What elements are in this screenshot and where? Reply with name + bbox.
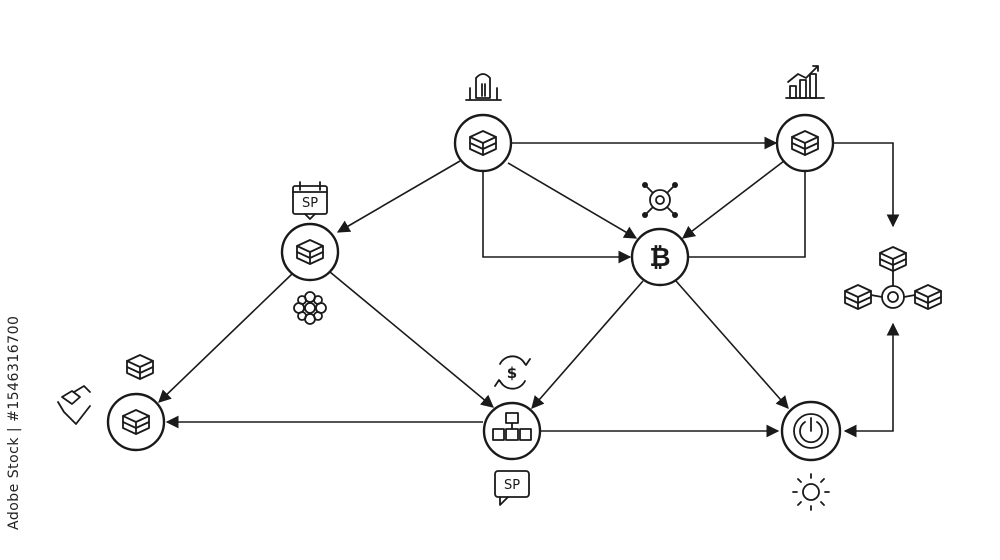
sp-chat-icon: SP	[494, 470, 530, 506]
node-bottom-mid	[482, 401, 542, 461]
cube-icon	[879, 246, 907, 272]
bitcoin-icon: ₿	[649, 243, 670, 273]
edge-top-right-to-btc	[681, 160, 785, 239]
node-far-right	[844, 246, 942, 310]
edges-layer	[158, 136, 900, 438]
edge-top-to-left	[336, 160, 461, 233]
edge-top-to-btc	[507, 162, 638, 239]
node-left	[280, 222, 340, 282]
edge-btc-to-bottom-right	[675, 280, 789, 409]
sp-label: SP	[504, 478, 520, 493]
bank-icon	[465, 73, 502, 101]
cube-icon	[126, 354, 154, 380]
power-icon	[793, 413, 829, 449]
cube-icon	[844, 284, 872, 310]
cube-icon	[914, 284, 942, 310]
block-hierarchy-icon	[844, 246, 942, 310]
sp-label: SP	[302, 196, 318, 211]
sun-icon	[792, 473, 830, 511]
watermark-text: Adobe Stock | #1546316700	[6, 315, 22, 530]
watermark: Adobe Stock | #1546316700	[4, 316, 24, 540]
edge-left-to-bottom-mid	[329, 271, 494, 408]
edge-left-to-bottom-left	[158, 273, 293, 403]
edge-bottom-right-to-far-right	[843, 322, 900, 438]
edge-top-right-to-far-right	[834, 142, 900, 228]
node-top-right	[775, 113, 835, 173]
svg-text:$: $	[507, 364, 517, 382]
edge-top-to-btc-elbow	[482, 171, 632, 264]
edge-btc-to-bottom-mid	[531, 280, 644, 409]
node-top	[453, 113, 513, 173]
node-btc: ₿	[630, 227, 690, 287]
edge-btc-to-top-right-elbow	[689, 171, 806, 258]
node-bottom-right	[780, 400, 842, 462]
calendar-sp-icon: SP	[292, 181, 328, 220]
gear-flower-icon	[293, 291, 327, 325]
dollar-exchange-icon: $	[494, 355, 531, 390]
network-blocks-icon	[492, 412, 532, 441]
shield-check-icon	[57, 385, 91, 425]
crypto-network-icon	[642, 182, 678, 218]
node-bottom-left	[106, 392, 166, 452]
bar-chart-up-icon	[785, 65, 825, 99]
